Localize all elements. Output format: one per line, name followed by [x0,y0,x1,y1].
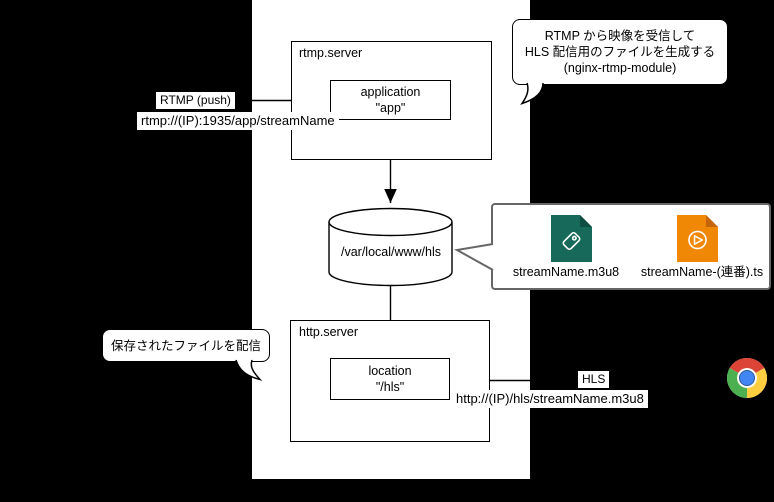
rtmp-note-line2: HLS 配信用のファイルを生成する [524,45,716,59]
location-hls-box: location "/hls" [330,358,450,400]
rtmp-note-line1: RTMP から映像を受信して [544,29,696,43]
application-app-box: application "app" [330,80,451,120]
edge-hls-label: HLS [578,371,610,388]
storage-cylinder [328,207,453,287]
rtmp-note-bubble: RTMP から映像を受信して HLS 配信用のファイルを生成する (nginx-… [512,19,728,85]
files-note-bubble [491,203,771,290]
location-path: "/hls" [375,380,405,394]
application-name: "app" [375,101,406,115]
http-note-text: 保存されたファイルを配信 [110,338,261,353]
rtmp-server-title: rtmp.server [299,46,363,60]
location-label: location [368,364,412,378]
m3u8-file-label: streamName.m3u8 [512,265,620,279]
edge-rtmp-url-label: rtmp://(IP):1935/app/streamName [137,112,339,131]
application-label: application [360,85,421,99]
storage-path-label: /var/local/www/hls [340,245,442,259]
rtmp-note-line3: (nginx-rtmp-module) [563,61,677,75]
ts-file-label: streamName-(連番).ts [640,265,764,279]
http-server-title: http.server [299,325,359,339]
http-note-bubble: 保存されたファイルを配信 [102,329,270,362]
edge-hls-url-label: http://(IP)/hls/streamName.m3u8 [452,390,648,409]
edge-rtmp-push-label: RTMP (push) [156,92,235,109]
